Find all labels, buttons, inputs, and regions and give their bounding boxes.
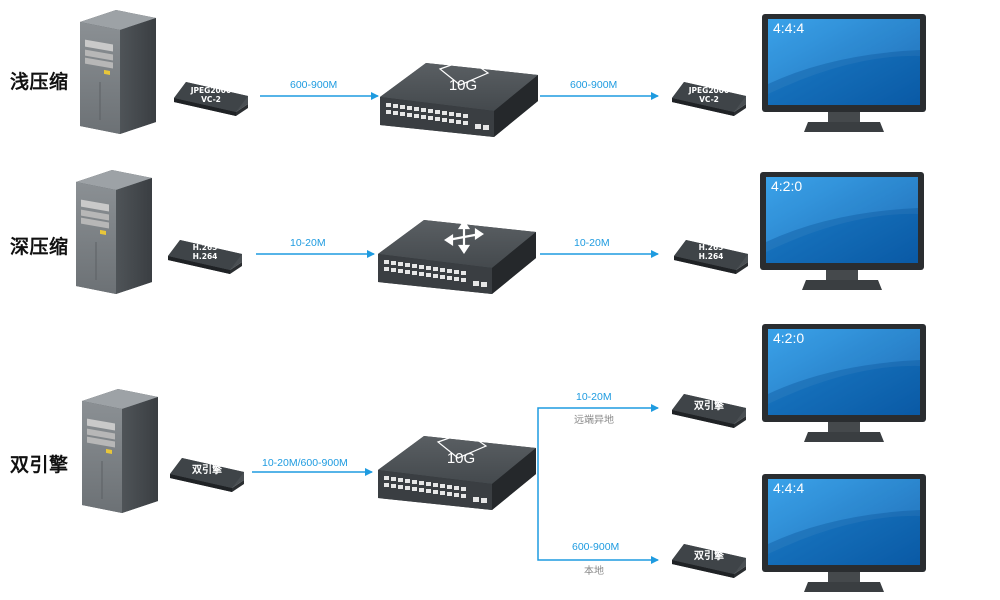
display-sampling-label: 4:4:4 [773, 20, 805, 36]
link-label-dual-local: 600-900M [572, 541, 620, 553]
codec-line-2: H.264 [192, 252, 218, 261]
codec-line-1: H.265 [192, 243, 218, 252]
switch-10g-icon: 10G [376, 428, 538, 518]
link-label-deep-out: 10-20M [574, 237, 610, 249]
switch-label: 10G [446, 450, 476, 467]
row-label-deep: 深压缩 [10, 236, 69, 258]
codec-label: 双引擎 [694, 401, 724, 412]
decoder-box-jpeg2000: JPEG2000 VC-2 [670, 78, 748, 118]
link-label-shallow-in: 600-900M [290, 79, 338, 91]
server-icon [78, 387, 162, 515]
decoder-box-dual-engine-local: 双引擎 [670, 540, 748, 580]
remote-note: 远端异地 [574, 415, 614, 426]
codec-line-1: JPEG2000 [190, 86, 232, 95]
decoder-box-dual-engine-remote: 双引擎 [670, 390, 748, 430]
codec-line-2: VC-2 [699, 95, 719, 104]
codec-line-1: H.265 [698, 243, 724, 252]
monitor-icon: 4:4:4 [762, 474, 926, 594]
codec-label: 双引擎 [694, 551, 724, 562]
server-icon [72, 168, 156, 296]
display-sampling-label: 4:4:4 [773, 480, 805, 496]
row-label-shallow: 浅压缩 [10, 71, 69, 93]
switch-router-icon [376, 212, 538, 302]
switch-label: 10G [448, 77, 478, 94]
codec-line-1: JPEG2000 [688, 86, 730, 95]
link-label-deep-in: 10-20M [290, 237, 326, 249]
monitor-icon: 4:2:0 [760, 172, 924, 292]
link-label-dual-remote: 10-20M [576, 391, 612, 403]
arrow-dual-local [537, 478, 659, 564]
encoder-box-h265: H.265 H.264 [166, 236, 244, 276]
encoder-box-dual-engine: 双引擎 [168, 454, 246, 494]
link-label-shallow-out: 600-900M [570, 79, 618, 91]
row-label-dual: 双引擎 [10, 454, 69, 476]
codec-label: 双引擎 [192, 465, 222, 476]
decoder-box-h265: H.265 H.264 [672, 236, 750, 276]
switch-10g-icon: 10G [378, 55, 540, 145]
codec-line-2: H.264 [698, 252, 724, 261]
arrow-dual-remote [537, 404, 659, 478]
server-icon [76, 8, 160, 136]
monitor-icon: 4:2:0 [762, 324, 926, 444]
link-label-dual-in: 10-20M/600-900M [262, 457, 348, 469]
encoder-box-jpeg2000: JPEG2000 VC-2 [172, 78, 250, 118]
local-note: 本地 [584, 566, 604, 577]
display-sampling-label: 4:2:0 [773, 330, 805, 346]
codec-line-2: VC-2 [201, 95, 221, 104]
monitor-icon: 4:4:4 [762, 14, 926, 134]
display-sampling-label: 4:2:0 [771, 178, 803, 194]
